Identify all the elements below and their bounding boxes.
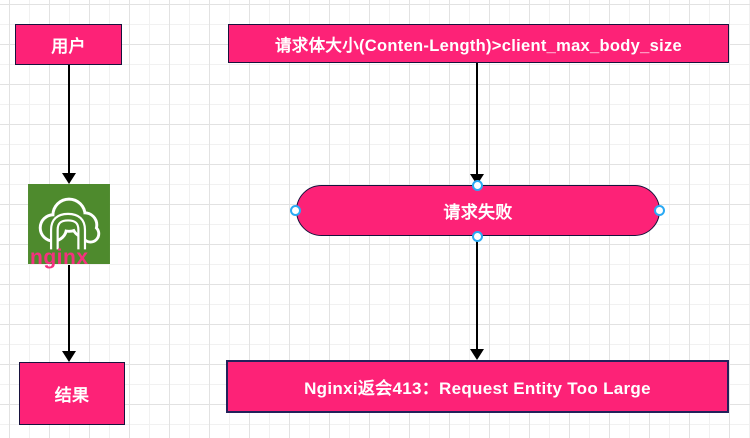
node-user[interactable]: 用户	[15, 24, 122, 65]
edge-failed-413[interactable]	[476, 238, 478, 349]
connection-handle-top[interactable]	[472, 180, 483, 191]
node-nginx[interactable]: nginx	[28, 184, 110, 268]
arrowhead-icon	[470, 174, 484, 185]
node-result[interactable]: 结果	[19, 362, 125, 425]
node-nginx-label: nginx	[30, 246, 89, 269]
arrowhead-icon	[62, 173, 76, 184]
node-request-failed[interactable]: 请求失败	[296, 185, 660, 236]
node-response-413[interactable]: Nginxi返会413：Request Entity Too Large	[226, 360, 729, 413]
arrowhead-icon	[470, 349, 484, 360]
node-user-label: 用户	[51, 37, 86, 56]
arrowhead-icon	[62, 351, 76, 362]
node-condition-label: 请求体大小(Conten-Length)>client_max_body_siz…	[275, 36, 682, 55]
connection-handle-bottom[interactable]	[472, 231, 483, 242]
node-condition[interactable]: 请求体大小(Conten-Length)>client_max_body_siz…	[228, 24, 729, 63]
connection-handle-right[interactable]	[654, 205, 665, 216]
edge-nginx-result[interactable]	[68, 265, 70, 352]
node-request-failed-label: 请求失败	[443, 203, 513, 222]
node-result-label: 结果	[54, 386, 90, 405]
connection-handle-left[interactable]	[290, 205, 301, 216]
edge-user-nginx[interactable]	[68, 65, 70, 174]
nginx-cloud-icon	[28, 184, 110, 264]
node-response-413-label: Nginxi返会413：Request Entity Too Large	[304, 379, 651, 398]
edge-condition-failed[interactable]	[476, 63, 478, 175]
